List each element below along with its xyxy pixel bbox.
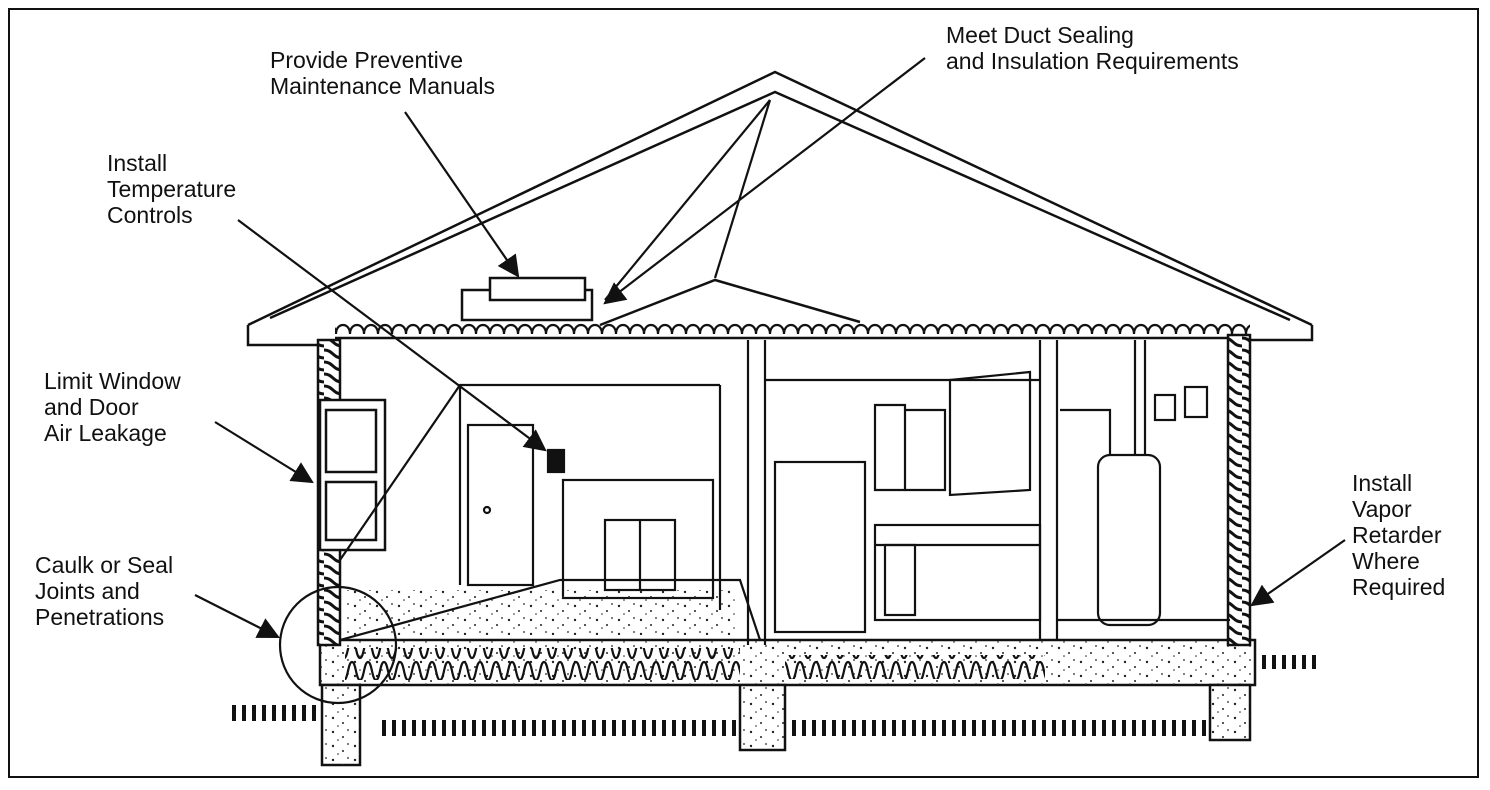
interior	[339, 340, 1230, 645]
foundation	[318, 638, 1257, 767]
label-caulk-seal: Caulk or Seal Joints and Penetrations	[35, 552, 174, 630]
caulk-leader-line	[194, 594, 280, 638]
ground-hatching	[228, 655, 1320, 736]
label-window-door-leakage: Limit Window and Door Air Leakage	[44, 368, 181, 446]
label-vapor-retarder: Install Vapor Retarder Where Required	[1352, 470, 1446, 600]
vapor-leader-line	[1250, 539, 1346, 607]
label-maintenance-manuals: Provide Preventive Maintenance Manuals	[270, 47, 496, 99]
diagram-frame	[8, 8, 1479, 778]
temperature-leader-line	[237, 219, 547, 452]
duct-branch-left	[713, 99, 772, 279]
leader-lines	[194, 57, 1346, 638]
maintenance-leader-line	[404, 111, 520, 278]
window-leader-line	[214, 421, 314, 484]
duct-leader-line	[603, 57, 926, 305]
caulk-circle	[278, 585, 398, 705]
duct-branch-right	[604, 99, 771, 301]
ceiling-insulation	[335, 318, 1250, 340]
window	[318, 398, 387, 552]
label-temperature-controls: Install Temperature Controls	[107, 150, 237, 228]
roof	[246, 70, 1314, 347]
hvac-unit	[460, 276, 594, 322]
label-duct-sealing: Meet Duct Sealing and Insulation Require…	[946, 22, 1239, 74]
